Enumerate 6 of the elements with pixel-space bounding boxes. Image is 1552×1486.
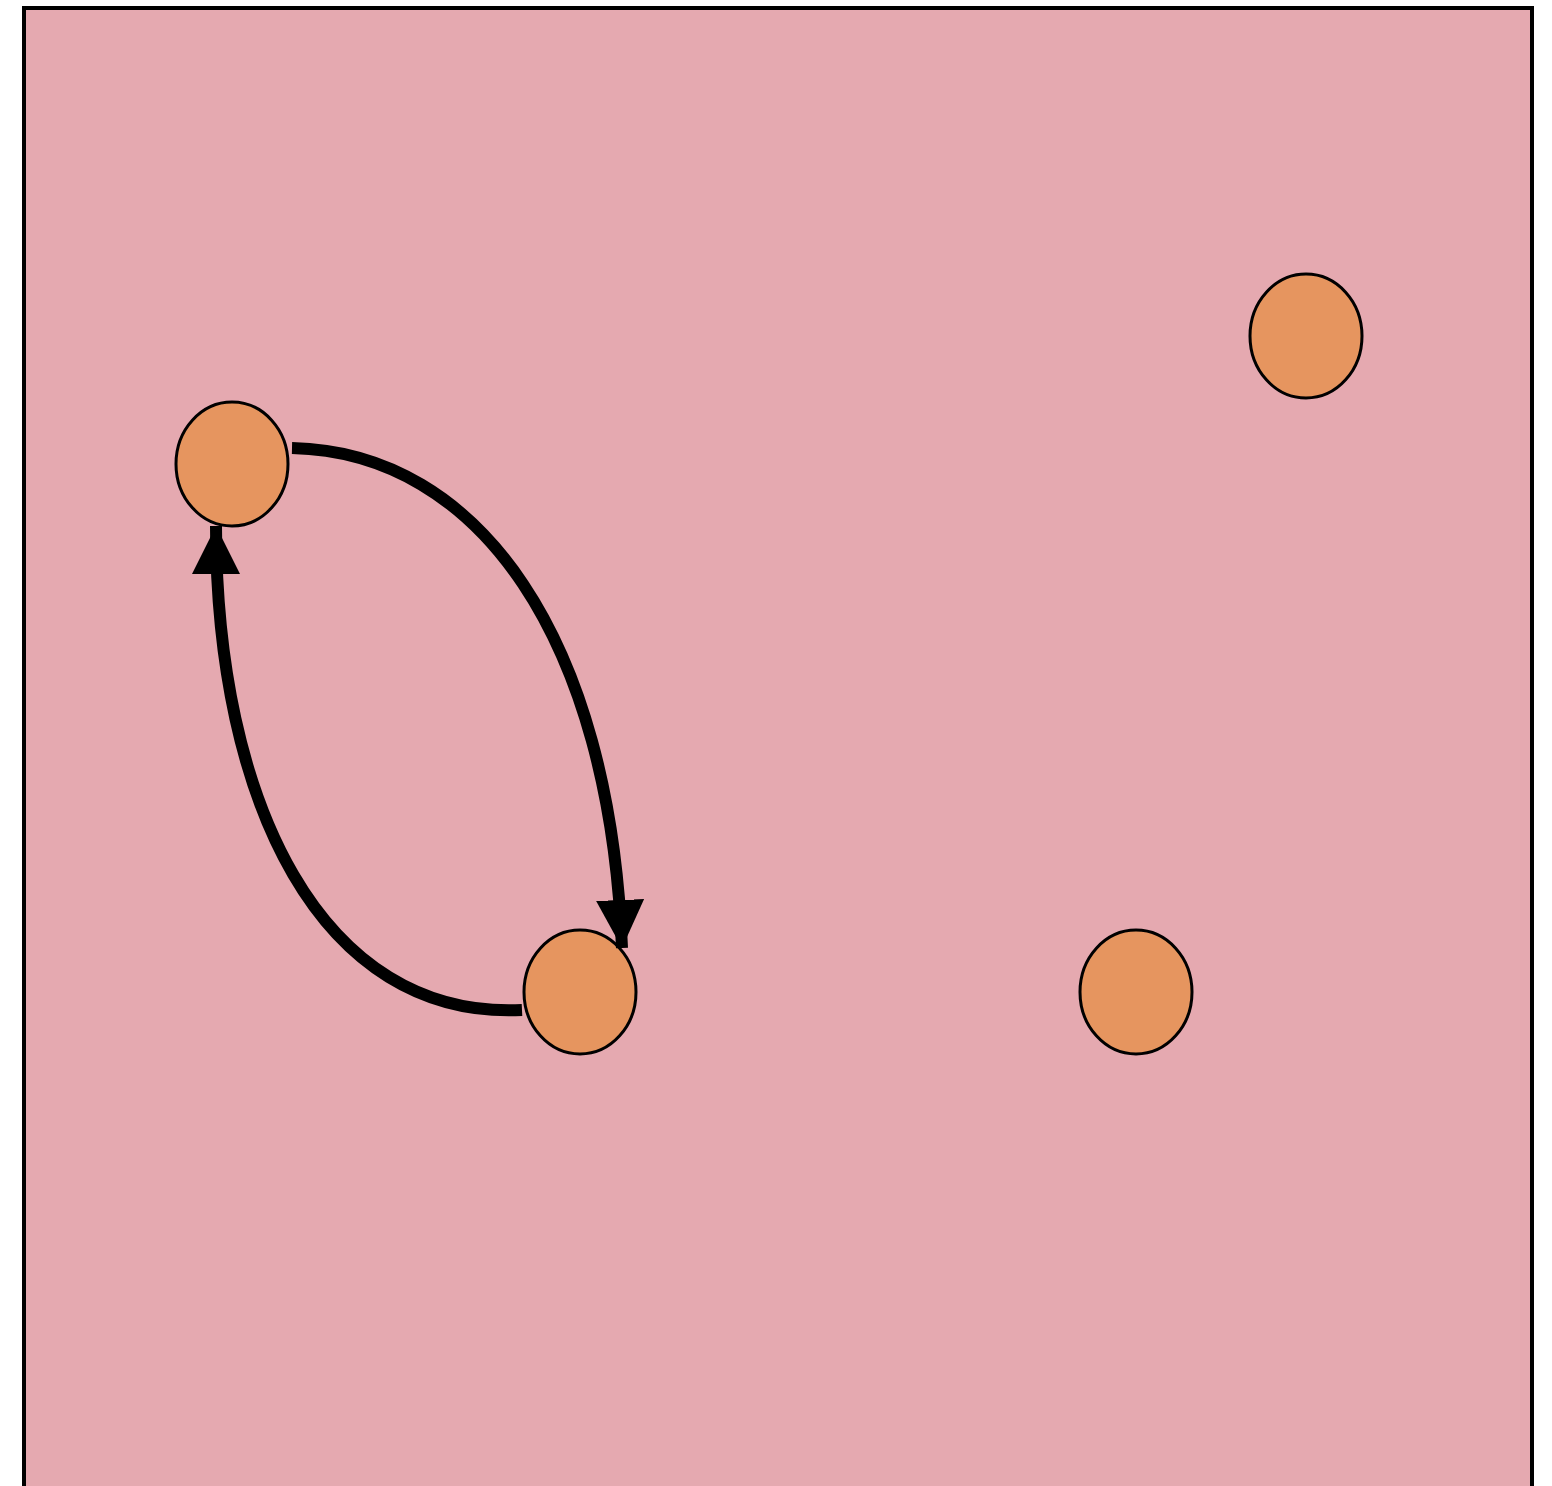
circle-node [522, 928, 638, 1056]
curved-arrow [193, 525, 523, 1016]
circle-node [174, 400, 290, 528]
circle-node [1248, 272, 1364, 400]
circle-node [1078, 928, 1194, 1056]
curved-arrow [291, 442, 643, 949]
